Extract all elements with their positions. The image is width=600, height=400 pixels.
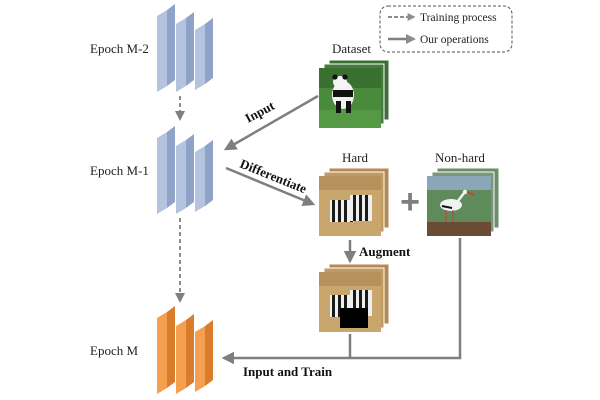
input-and-train-label: Input and Train <box>243 364 333 379</box>
augment-label: Augment <box>359 244 411 259</box>
non-hard-image-stack <box>427 167 500 236</box>
input-arrow <box>223 94 319 151</box>
legend-training-process: Training process <box>420 12 497 24</box>
non-hard-label: Non-hard <box>435 150 485 165</box>
non-hard-to-train-connector <box>350 238 462 360</box>
model-stack-epoch-m <box>157 306 213 394</box>
dataset-image-stack <box>319 59 390 128</box>
zebra-image-hard <box>319 176 381 236</box>
model-stack-epoch-m2 <box>157 4 213 92</box>
cutout-mask <box>340 308 368 328</box>
epoch-m1-label: Epoch M-1 <box>90 163 149 178</box>
zebra-image-augmented <box>319 272 381 332</box>
hard-label: Hard <box>342 150 368 165</box>
legend: Training process Our operations <box>379 5 513 53</box>
model-stack-epoch-m1 <box>157 126 213 214</box>
stork-image <box>427 176 491 236</box>
augmented-image-stack <box>319 263 390 332</box>
legend-our-operations: Our operations <box>420 34 489 46</box>
differentiate-arrow <box>225 166 316 206</box>
epoch-m-label: Epoch M <box>90 343 138 358</box>
hard-image-stack <box>319 167 390 236</box>
dataset-label: Dataset <box>332 41 371 56</box>
plus-sign: + <box>400 183 420 221</box>
epoch-m2-label: Epoch M-2 <box>90 41 149 56</box>
panda-image <box>319 68 381 128</box>
legend-box <box>379 5 513 53</box>
